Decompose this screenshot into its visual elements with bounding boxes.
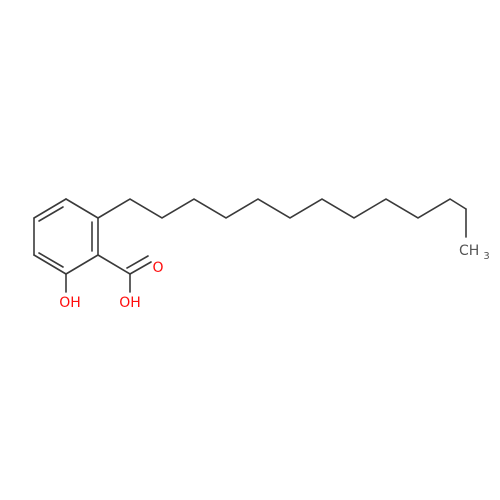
ring-bond-c3-c4 [33, 254, 67, 275]
ring-bond-c6-c1 [65, 198, 99, 219]
ring-bond-c2-c3 [65, 254, 99, 275]
carbonyl-double-bond-1 [129, 261, 152, 275]
carbonyl-double-bond-2 [126, 255, 149, 269]
ring-double-bond-inner-2 [38, 252, 64, 268]
carbonyl-oxygen-label: O [152, 260, 163, 276]
ring-bond-c5-c6 [33, 198, 67, 219]
phenol-hydroxyl-label: OH [59, 295, 81, 311]
terminal-methyl-label: CH 3 [459, 242, 490, 262]
alkyl-chain [97, 198, 467, 219]
terminal-methyl-subscript: 3 [483, 251, 489, 262]
terminal-methyl-main: CH [459, 243, 479, 259]
ring-double-bond-inner-3 [38, 206, 64, 222]
carboxyl-c-bond [97, 254, 131, 275]
carboxyl-group [97, 254, 152, 293]
acid-hydroxyl-label: OH [119, 295, 141, 311]
benzene-ring [33, 198, 99, 275]
